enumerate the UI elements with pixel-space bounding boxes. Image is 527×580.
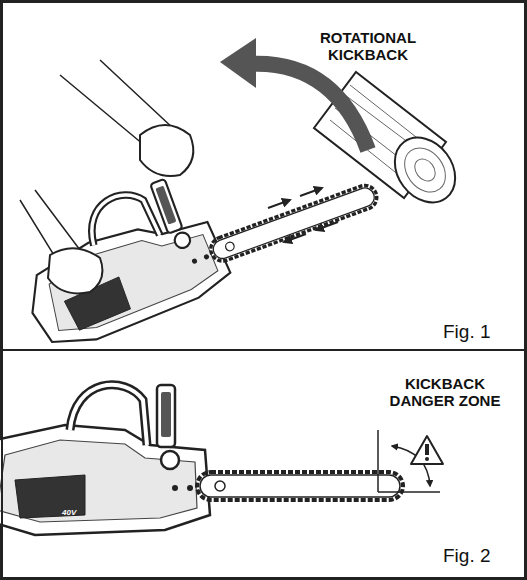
figure-number: Fig. 1 (443, 321, 513, 343)
chainsaw-fig2 (0, 385, 403, 535)
danger-zone-marker (378, 430, 443, 492)
figure-number: Fig. 2 (443, 545, 513, 567)
panel-heading: KICKBACK DANGER ZONE (375, 375, 515, 410)
panel-heading: ROTATIONAL KICKBACK (303, 29, 433, 64)
figure-panel: KICKBACK DANGER ZONE Fig. 2 (1, 349, 526, 579)
gloved-hands (20, 60, 193, 293)
chain-direction-arrows (268, 188, 338, 242)
chainsaw-fig1 (5, 112, 391, 356)
voltage-label: 40V (62, 508, 76, 517)
figure-panel: ROTATIONAL KICKBACK Fig. 1 (1, 1, 526, 351)
